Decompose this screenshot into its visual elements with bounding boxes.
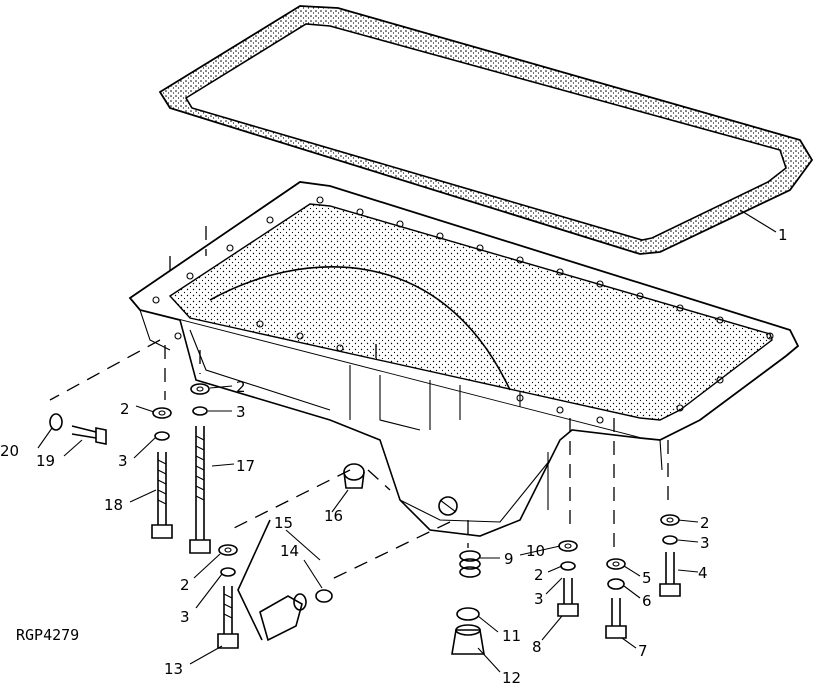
callout-3a: 3 [236,403,246,421]
o-ring-14 [315,589,333,603]
plug-19 [71,425,107,445]
callout-4: 4 [698,564,708,582]
callout-2c: 2 [180,576,190,594]
callout-11: 11 [502,627,521,645]
callout-5: 5 [642,569,652,587]
callout-6: 6 [642,592,652,610]
callout-3d: 3 [534,590,544,608]
lockwasher-3-right-b [662,535,678,545]
oil-pan [128,181,800,537]
plug-16 [343,463,365,489]
lockwasher-3-left [154,431,170,441]
callout-2d: 2 [534,566,544,584]
callout-18: 18 [104,496,123,514]
callout-3b: 3 [118,452,128,470]
oil-pan-gasket [158,5,814,255]
spring-9 [459,550,481,578]
bolt-4 [659,552,681,597]
washer-5 [606,558,626,570]
washer-2-lower [218,544,238,556]
callout-3c: 3 [180,608,190,626]
callout-2e: 2 [700,514,710,532]
callout-15: 15 [274,514,293,532]
callout-7: 7 [638,642,648,660]
o-ring-11 [456,607,480,621]
lockwasher-6 [607,578,625,590]
washer-2-right-b [660,514,680,526]
washer-20 [49,413,63,431]
leader-lines [37,209,777,673]
callout-8: 8 [532,638,542,656]
callout-2a: 2 [236,378,246,396]
lockwasher-3-right-a [560,561,576,571]
bolt-13 [217,586,239,649]
washer-2-right-a [558,540,578,552]
washer-2-left [152,407,172,419]
callout-1: 1 [778,226,788,244]
figure-reference-code: RGP4279 [16,626,79,644]
bolt-7 [605,598,627,639]
bolt-18 [151,452,173,539]
lockwasher-3-upper [192,406,208,416]
callout-9: 9 [504,550,514,568]
callout-labels: 1 2 2 2 2 2 3 3 3 3 3 4 5 6 7 8 9 10 11 … [0,226,788,687]
callout-20: 20 [0,442,19,460]
callout-17: 17 [236,457,255,475]
breather-tube-15 [237,519,307,642]
bolt-17 [189,426,211,554]
callout-16: 16 [324,507,343,525]
callout-12: 12 [502,669,521,687]
lockwasher-3-lower [220,567,236,577]
callout-13: 13 [164,660,183,678]
callout-3e: 3 [700,534,710,552]
callout-19: 19 [36,452,55,470]
bolt-8 [557,578,579,617]
flange-bolt-holes [152,196,774,424]
callout-2b: 2 [120,400,130,418]
callout-14: 14 [280,542,299,560]
assembly-lines [49,226,669,581]
washer-2-upper [190,383,210,395]
callout-10: 10 [526,542,545,560]
